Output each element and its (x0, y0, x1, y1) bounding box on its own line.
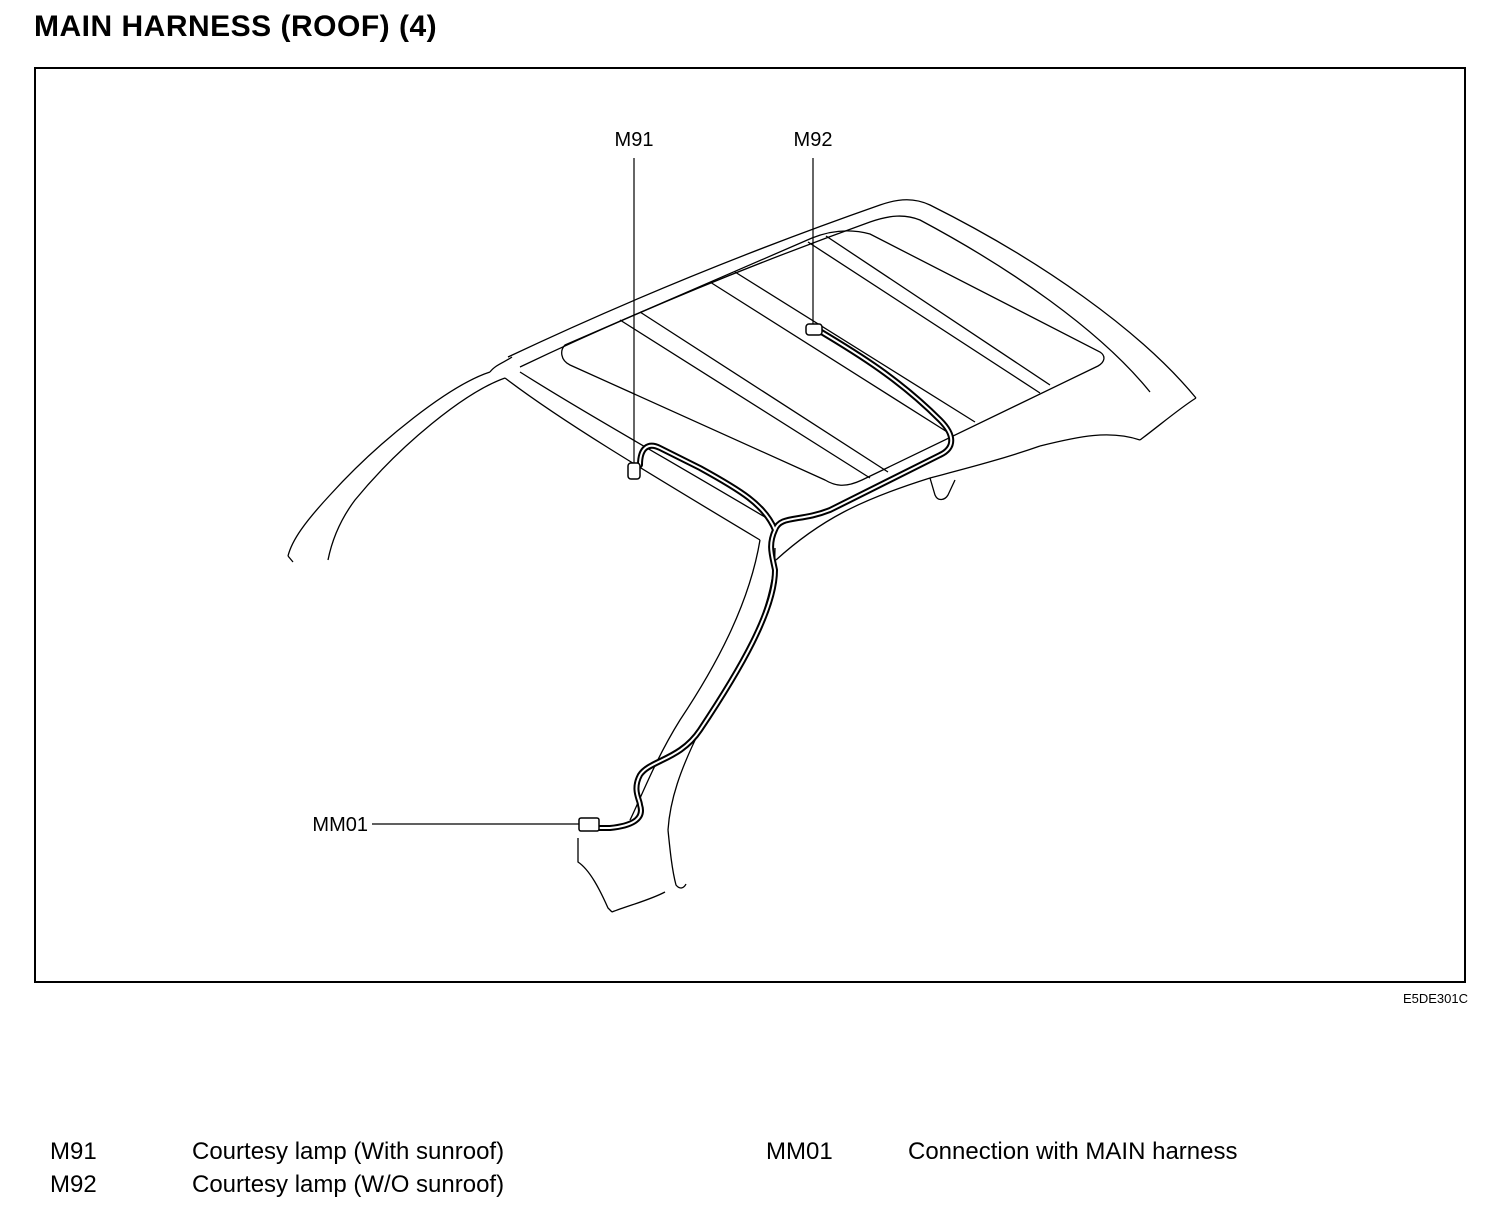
legend-description: Courtesy lamp (W/O sunroof) (192, 1170, 505, 1198)
harness-route (582, 327, 955, 831)
m91-connector-icon (627, 462, 641, 480)
legend-code: MM01 (766, 1137, 833, 1165)
mm01-callout: MM01 (312, 814, 368, 836)
legend-left: M91 Courtesy lamp (With sunroof) M92 Cou… (50, 1135, 504, 1201)
legend-row: M92 Courtesy lamp (W/O sunroof) (50, 1168, 504, 1201)
legend-code: M92 (50, 1170, 97, 1198)
legend-right: MM01 Connection with MAIN harness (766, 1135, 1237, 1168)
mm01-connector-icon (578, 817, 600, 832)
diagram-frame (34, 67, 1466, 983)
page-title: MAIN HARNESS (ROOF) (4) (34, 10, 438, 43)
legend-description: Courtesy lamp (With sunroof) (192, 1137, 505, 1165)
m91-callout: M91 (615, 129, 654, 151)
m92-connector-icon (805, 323, 823, 336)
legend-row: MM01 Connection with MAIN harness (766, 1135, 1237, 1168)
figure-code: E5DE301C (1402, 991, 1468, 1006)
legend-code: M91 (50, 1137, 97, 1165)
roof-outline (287, 199, 1197, 913)
legend-description: Connection with MAIN harness (908, 1137, 1238, 1165)
m92-callout: M92 (794, 129, 833, 151)
legend-row: M91 Courtesy lamp (With sunroof) (50, 1135, 504, 1168)
